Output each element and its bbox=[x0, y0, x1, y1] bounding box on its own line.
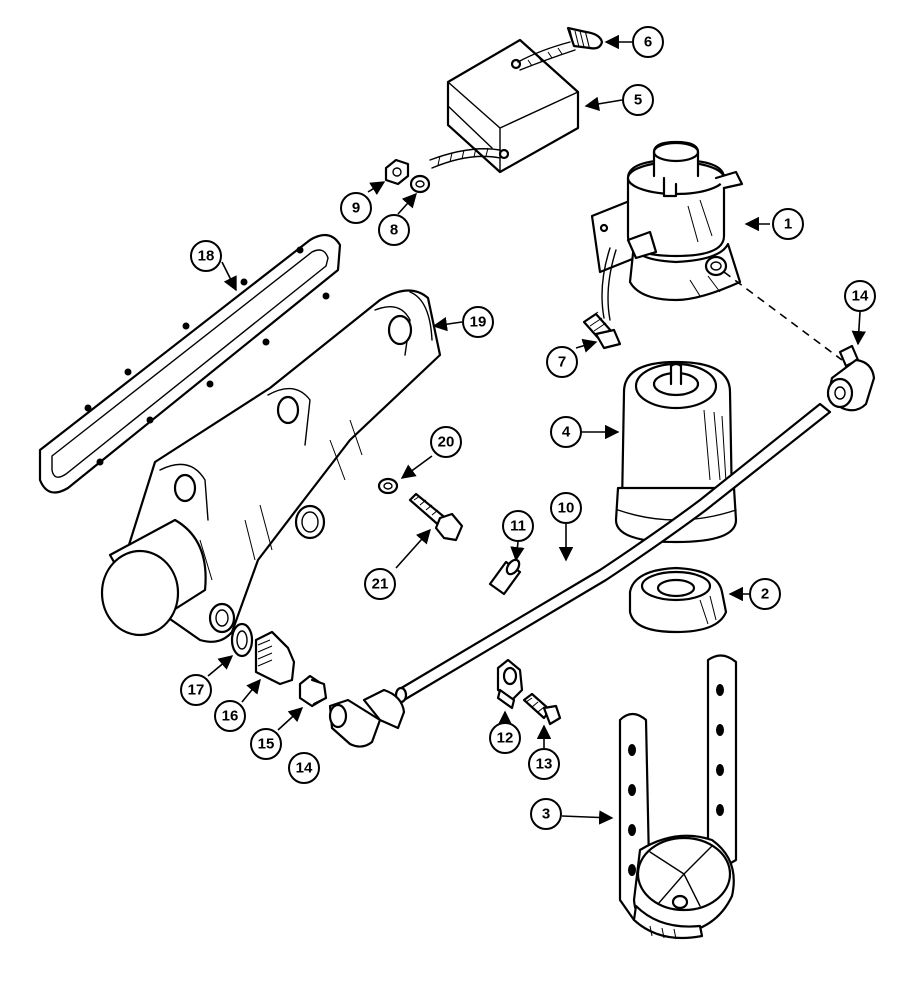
adapter-part-16 bbox=[254, 630, 296, 686]
bolt-part-6 bbox=[566, 26, 604, 50]
svg-text:11: 11 bbox=[510, 518, 526, 535]
callout-3: 3 bbox=[530, 798, 562, 830]
manifold-part-19 bbox=[100, 289, 442, 643]
svg-text:21: 21 bbox=[372, 576, 389, 593]
callout-17: 17 bbox=[180, 674, 212, 706]
callout-1: 1 bbox=[772, 208, 804, 240]
svg-text:16: 16 bbox=[222, 708, 239, 725]
bracket-part-5 bbox=[429, 38, 580, 174]
svg-text:4: 4 bbox=[562, 424, 571, 441]
callout-6: 6 bbox=[632, 26, 664, 58]
elbow-fitting-part-14-upper bbox=[826, 344, 876, 412]
callout-15: 15 bbox=[250, 728, 282, 760]
svg-text:1: 1 bbox=[784, 216, 792, 233]
clip-part-12 bbox=[496, 658, 524, 710]
sleeve-part-11 bbox=[488, 558, 522, 596]
callout-10: 10 bbox=[550, 492, 582, 524]
callout-20: 20 bbox=[430, 426, 462, 458]
washer-part-8 bbox=[409, 174, 431, 194]
svg-text:10: 10 bbox=[558, 500, 575, 517]
callout-19: 19 bbox=[462, 306, 494, 338]
svg-text:18: 18 bbox=[198, 248, 215, 265]
callout-8: 8 bbox=[378, 214, 410, 246]
assembly-dashed-line bbox=[723, 271, 843, 361]
fitting-part-15 bbox=[298, 674, 328, 708]
callout-13: 13 bbox=[528, 748, 560, 780]
washer-part-17 bbox=[230, 622, 254, 658]
fuel-pump-part-1 bbox=[590, 140, 744, 321]
bolt-part-21 bbox=[408, 492, 464, 542]
fuel-filter-part-4 bbox=[614, 360, 738, 544]
svg-text:2: 2 bbox=[761, 586, 769, 603]
svg-text:5: 5 bbox=[634, 92, 642, 109]
svg-text:12: 12 bbox=[497, 730, 514, 747]
callout-14-lower: 14 bbox=[288, 752, 320, 784]
bolt-part-7 bbox=[582, 311, 622, 350]
callout-11: 11 bbox=[502, 510, 534, 542]
mounting-bracket-part-3 bbox=[618, 654, 738, 940]
leader-lines bbox=[207, 34, 866, 825]
svg-text:7: 7 bbox=[558, 354, 566, 371]
callout-14-upper: 14 bbox=[844, 280, 876, 312]
svg-text:14: 14 bbox=[852, 288, 869, 305]
fuel-line-part-10 bbox=[394, 402, 832, 704]
svg-text:8: 8 bbox=[390, 222, 398, 239]
screw-part-13 bbox=[522, 692, 562, 726]
svg-text:13: 13 bbox=[536, 756, 553, 773]
svg-text:19: 19 bbox=[470, 314, 487, 331]
svg-text:14: 14 bbox=[296, 760, 313, 777]
svg-text:3: 3 bbox=[542, 806, 550, 823]
svg-text:9: 9 bbox=[352, 200, 360, 217]
callout-5: 5 bbox=[622, 84, 654, 116]
callout-21: 21 bbox=[364, 568, 396, 600]
svg-text:17: 17 bbox=[188, 682, 205, 699]
svg-text:15: 15 bbox=[258, 736, 275, 753]
gasket-part-18 bbox=[38, 233, 342, 494]
nut-part-9 bbox=[384, 158, 410, 186]
elbow-fitting-part-14-lower bbox=[328, 688, 406, 748]
callout-4: 4 bbox=[550, 416, 582, 448]
callout-9: 9 bbox=[340, 192, 372, 224]
svg-text:6: 6 bbox=[644, 34, 652, 51]
callout-16: 16 bbox=[214, 700, 246, 732]
svg-text:20: 20 bbox=[438, 434, 455, 451]
washer-part-20 bbox=[377, 477, 399, 495]
callout-12: 12 bbox=[489, 722, 521, 754]
callout-18: 18 bbox=[190, 240, 222, 272]
callout-2: 2 bbox=[749, 578, 781, 610]
grommet-part-2 bbox=[628, 566, 728, 634]
callout-7: 7 bbox=[546, 346, 578, 378]
